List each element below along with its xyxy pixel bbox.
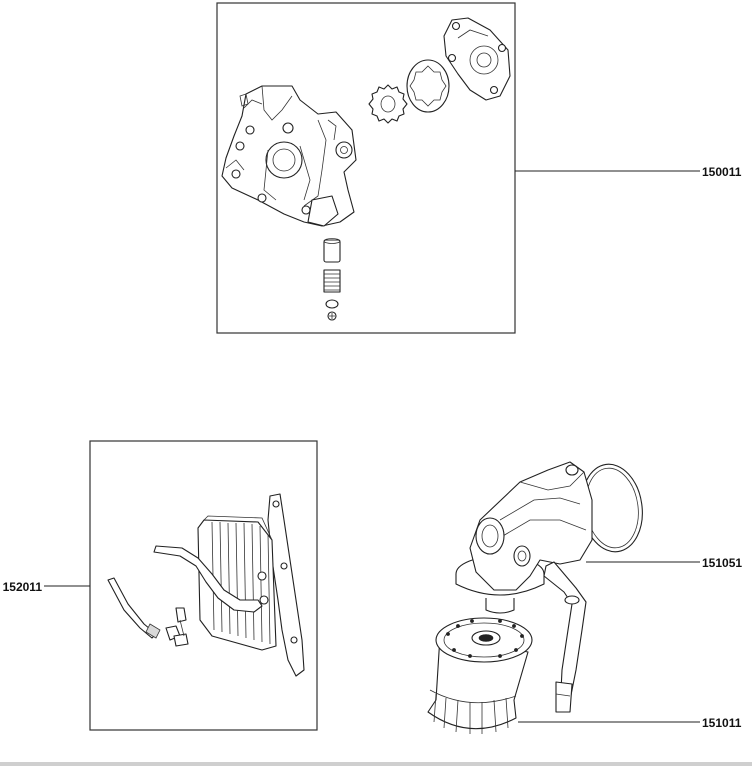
oil-pump-frame: [216, 2, 516, 334]
relief-valve-drawing: [323, 238, 341, 321]
filter-bracket-part-number[interactable]: 151051: [702, 556, 742, 570]
oil-cooler-drawing: [107, 493, 305, 677]
oil-filter-group[interactable]: 151011: [427, 617, 742, 734]
driven-rotor-drawing: [406, 59, 450, 113]
drive-gear-drawing: [368, 84, 408, 124]
pump-cover-drawing: [443, 17, 511, 101]
oil-filter-part-number[interactable]: 151011: [702, 716, 742, 730]
oil-cooler-part-number[interactable]: 152011: [3, 580, 43, 594]
filter-bracket-drawing: [455, 461, 643, 713]
oil-cooler-group[interactable]: 152011: [3, 440, 318, 731]
bottom-scroll-edge: [0, 762, 752, 766]
oil-pump-group[interactable]: 150011: [216, 2, 742, 334]
oil-filter-drawing: [427, 617, 533, 734]
oil-pump-part-number[interactable]: 150011: [702, 165, 742, 179]
oil-filter-bracket-group[interactable]: 151051: [455, 460, 742, 713]
oil-pump-body-drawing: [221, 85, 357, 227]
